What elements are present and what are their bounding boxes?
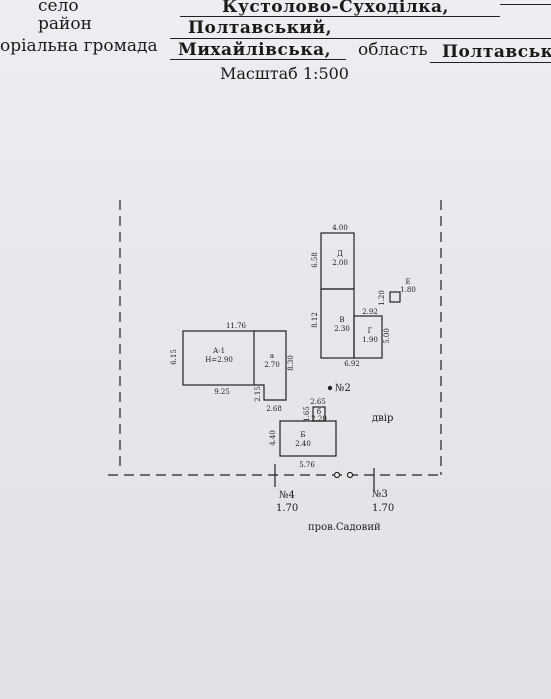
building-v-dim-left: 8.12 — [311, 312, 319, 328]
building-e-name: Е — [405, 278, 410, 286]
community-underline — [170, 59, 346, 60]
settlement-underline — [180, 16, 500, 17]
building-g-name: Г — [368, 327, 373, 335]
district-underline — [170, 38, 551, 39]
building-g-height: 1.90 — [362, 336, 378, 344]
building-d-height: 2.00 — [332, 259, 348, 267]
gate-3-label: №3 — [372, 489, 388, 500]
building-b-small-dim-left: 1.65 — [303, 406, 311, 422]
building-d-dim-top: 4.00 — [332, 224, 348, 232]
settlement-name: Кустолово-Суходілка, — [222, 0, 449, 17]
building-b-small-dim-top: 2.65 — [310, 398, 326, 406]
marker-2-dot — [327, 385, 333, 391]
yard-label: двір — [372, 413, 393, 424]
building-v-outline — [320, 288, 355, 359]
marker-2-label: №2 — [335, 383, 351, 394]
building-a-height: 2.70 — [264, 361, 280, 369]
building-a1-dim-top: 11.76 — [226, 322, 247, 330]
building-g-outline — [353, 315, 383, 359]
building-b-height: 2.40 — [295, 440, 311, 448]
settlement-type-label: село — [38, 0, 79, 16]
building-d-name: Д — [337, 250, 343, 258]
building-e-dim-left: 1.20 — [378, 290, 386, 306]
building-a1-height: Н=2.90 — [205, 356, 233, 364]
building-e-outline — [389, 291, 401, 303]
community-label: оріальна громада — [0, 36, 158, 56]
gate-4-value: 1.70 — [276, 503, 298, 514]
building-b-outline — [279, 420, 337, 457]
building-a-name: а — [270, 352, 274, 360]
building-a1-name: А-1 — [213, 347, 225, 355]
building-b-dim-left: 4.40 — [269, 430, 277, 446]
building-g-dim-bottom: 6.92 — [344, 360, 360, 368]
building-v-name: В — [339, 316, 344, 324]
building-a1-dim-left: 6.15 — [170, 349, 178, 365]
building-a-dim-bottom: 2.68 — [266, 405, 282, 413]
street-label: пров.Садовий — [308, 522, 381, 533]
building-a-dim-step: 2.15 — [254, 386, 262, 402]
building-b-small-name: б — [317, 408, 321, 416]
gate-post-2 — [346, 471, 354, 479]
district-label: район — [38, 14, 92, 34]
building-b-dim-bottom: 5.76 — [299, 461, 315, 469]
region-name: Полтавськ — [442, 42, 551, 62]
building-g-dim-right: 5.00 — [383, 328, 391, 344]
region-underline — [430, 62, 551, 63]
scale-label: Масштаб 1:500 — [220, 64, 349, 83]
building-a-outline — [254, 330, 287, 401]
gate-post-1 — [333, 471, 341, 479]
building-a1-dim-bottom: 9.25 — [214, 388, 230, 396]
building-v-height: 2.30 — [334, 325, 350, 333]
district-name: Полтавський, — [188, 18, 333, 38]
building-g-dim-top: 2.92 — [362, 308, 378, 316]
community-name: Михайлівська, — [178, 40, 332, 60]
building-d-dim-left: 6.58 — [311, 252, 319, 268]
building-a-dim-right: 8.30 — [287, 355, 295, 371]
building-a1-outline — [182, 330, 255, 386]
gate-3-value: 1.70 — [372, 503, 394, 514]
building-e-height: 1.80 — [400, 286, 416, 294]
region-label: область — [358, 40, 428, 60]
gate-4-label: №4 — [279, 490, 295, 501]
building-b-name: Б — [300, 431, 305, 439]
settlement-underline-right — [500, 4, 551, 5]
building-b-small-height: 2.20 — [311, 415, 327, 423]
